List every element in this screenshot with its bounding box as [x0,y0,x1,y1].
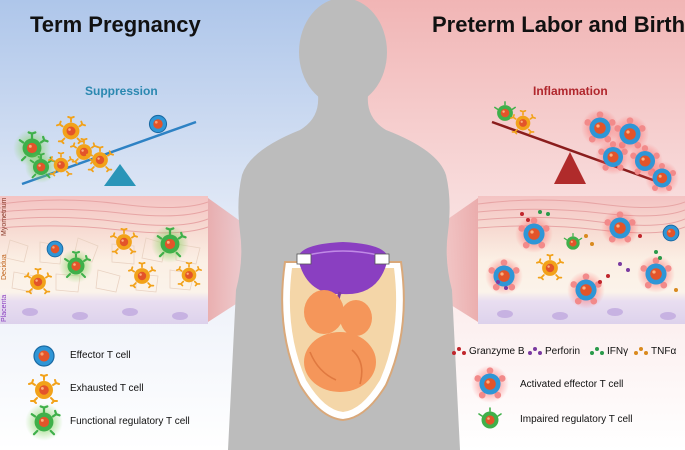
right-seesaw [491,101,679,195]
functional-regulatory-t-cell-icon [24,402,64,442]
left-title: Term Pregnancy [30,12,201,37]
cytokine-dots [452,347,648,355]
right-title: Preterm Labor and Birth [432,12,685,37]
layer-label-myometrium: Myometrium [1,197,8,236]
legend-exhausted-label: Exhausted T cell [70,383,144,394]
uterus-illustration [281,242,405,422]
legend-perforin-label: Perforin [545,346,581,357]
legend-ifng-label: IFNγ [607,346,629,357]
legend-granzyme-label: Granzyme B [469,346,525,357]
legend-tnfa-label: TNFα [651,346,677,357]
layer-label-placenta: Placenta [1,294,8,322]
legend-regulatory-label: Functional regulatory T cell [70,416,190,427]
suppression-label: Suppression [85,84,158,98]
right-tissue-section [477,196,685,324]
activated-effector-t-cell-icon [471,365,509,403]
layer-label-decidua: Decidua [1,254,8,280]
legend-activated-effector-label: Activated effector T cell [520,379,624,390]
inflammation-label: Inflammation [533,84,608,98]
legend-effector-label: Effector T cell [70,350,131,361]
left-seesaw [12,114,197,186]
left-tissue-section [0,196,209,324]
effector-t-cell-icon [33,345,55,367]
legend-impaired-regulatory-label: Impaired regulatory T cell [520,414,633,425]
